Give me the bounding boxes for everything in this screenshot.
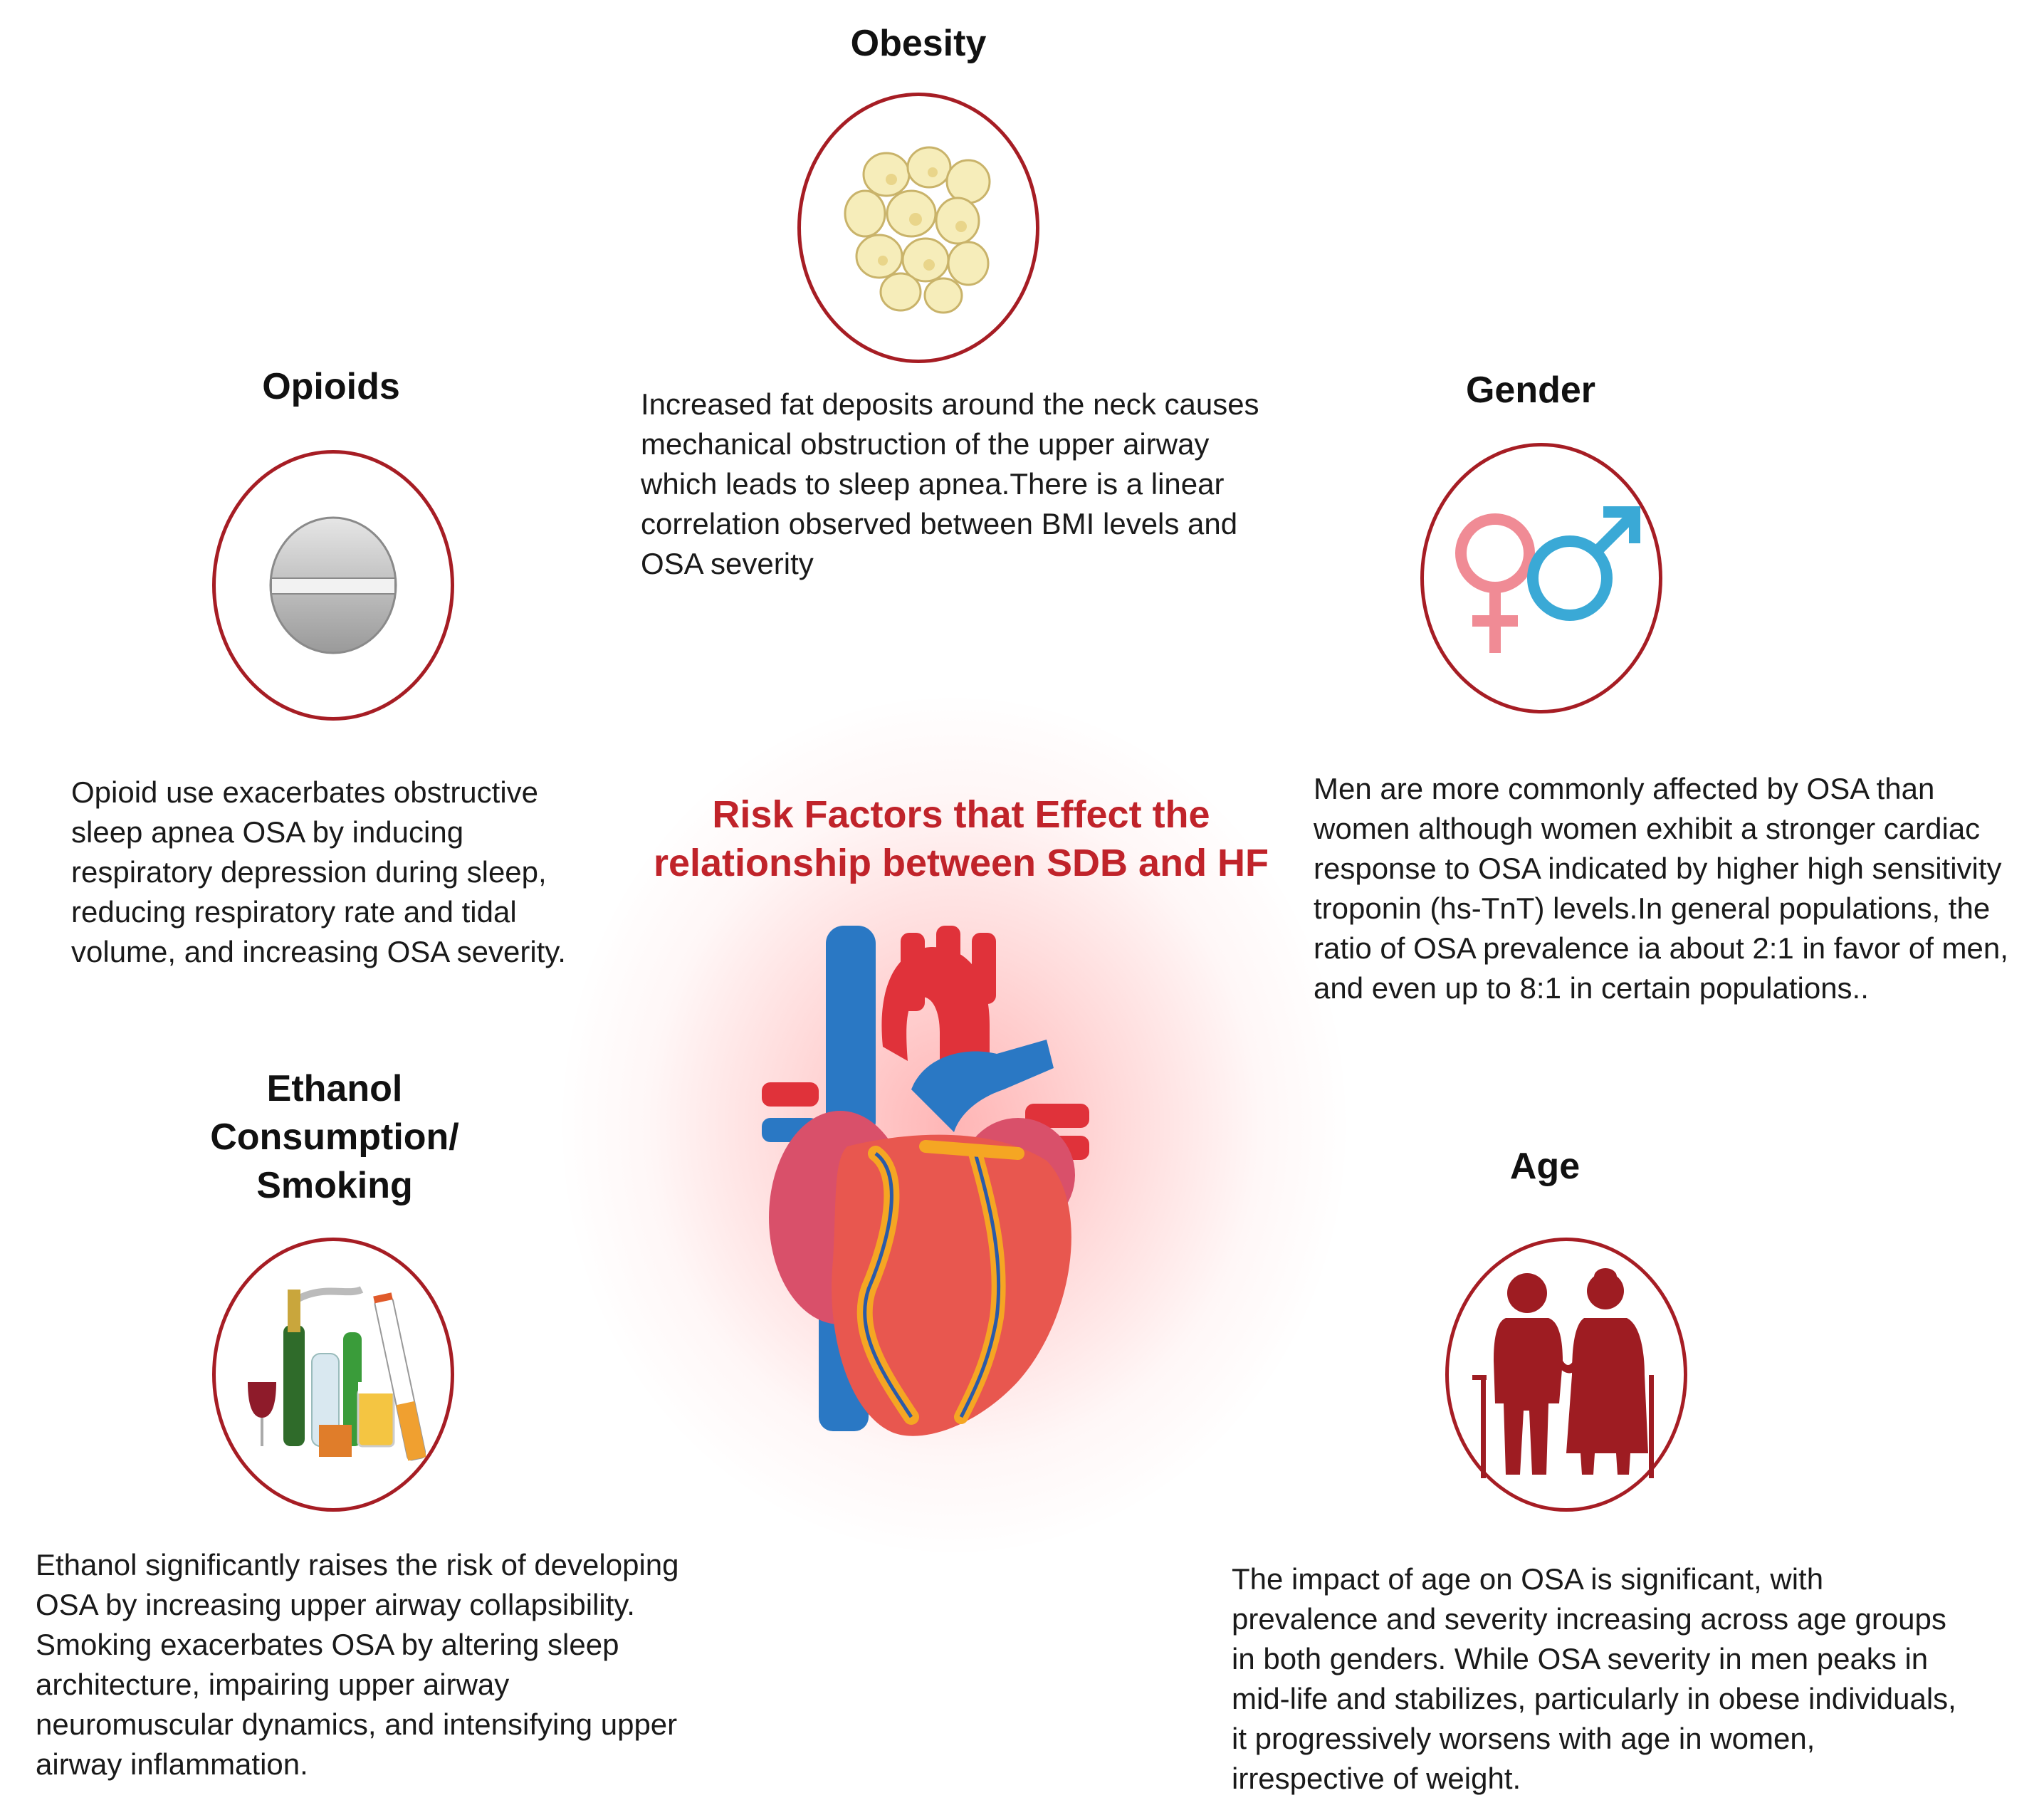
ethanol-circle bbox=[212, 1238, 454, 1512]
ethanol-description: Ethanol significantly raises the risk of… bbox=[36, 1548, 679, 1781]
pill-icon bbox=[269, 516, 397, 654]
age-circle bbox=[1445, 1238, 1687, 1512]
heart-icon bbox=[762, 926, 1089, 1436]
opioids-title: Opioids bbox=[262, 366, 400, 407]
gender-title: Gender bbox=[1465, 370, 1596, 411]
gender-symbols-icon bbox=[1455, 506, 1640, 653]
opioids-circle bbox=[212, 450, 454, 721]
gender-circle bbox=[1420, 443, 1662, 713]
age-title: Age bbox=[1509, 1146, 1581, 1187]
obesity-title: Obesity bbox=[850, 23, 987, 64]
elderly-couple-icon bbox=[1472, 1267, 1654, 1478]
gender-description: Men are more commonly affected by OSA th… bbox=[1314, 772, 2008, 1005]
center-title: Risk Factors that Effect the relationshi… bbox=[653, 793, 1269, 884]
fat-cells-icon bbox=[844, 146, 991, 314]
obesity-description: Increased fat deposits around the neck c… bbox=[641, 387, 1259, 580]
opioids-description: Opioid use exacerbates obstructive sleep… bbox=[71, 775, 566, 968]
ethanol-title: Ethanol Consumption/ Smoking bbox=[210, 1068, 459, 1206]
obesity-circle bbox=[797, 93, 1039, 363]
alcohol-cigarette-icon bbox=[248, 1285, 426, 1460]
age-description: The impact of age on OSA is significant,… bbox=[1232, 1562, 1956, 1795]
